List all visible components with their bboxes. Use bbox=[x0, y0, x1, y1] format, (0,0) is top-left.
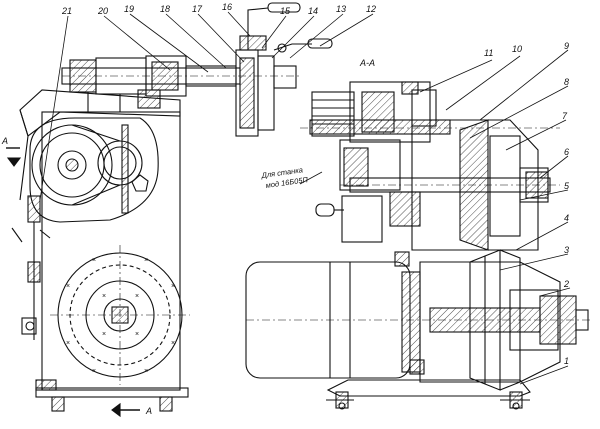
svg-text:×: × bbox=[102, 331, 106, 338]
belt-guard bbox=[29, 117, 159, 223]
base-foot bbox=[159, 396, 173, 412]
handwheel-flange bbox=[257, 55, 275, 131]
callout-15: 15 bbox=[280, 6, 291, 16]
lever-knob bbox=[267, 2, 301, 13]
leader-lines bbox=[39, 11, 571, 385]
callout-17: 17 bbox=[192, 4, 203, 14]
base-foot bbox=[51, 396, 65, 412]
shaft-bearing bbox=[69, 59, 97, 93]
section-view-title: А-А bbox=[359, 58, 375, 68]
bracket-edge bbox=[19, 109, 29, 201]
handwheel-boss bbox=[273, 65, 297, 89]
variator-housing bbox=[411, 119, 539, 251]
callout-6: 6 bbox=[564, 147, 569, 157]
section-mark-bottom: А bbox=[145, 406, 152, 416]
callout-13: 13 bbox=[336, 4, 346, 14]
svg-text:×: × bbox=[66, 283, 70, 290]
callout-12: 12 bbox=[366, 4, 376, 14]
callout-10: 10 bbox=[512, 44, 522, 54]
svg-text:×: × bbox=[144, 368, 148, 375]
svg-text:×: × bbox=[135, 293, 139, 300]
control-shaft-assembly bbox=[61, 2, 333, 137]
linkage-block bbox=[27, 261, 41, 283]
hex-nut bbox=[131, 174, 149, 192]
variator-cover bbox=[489, 135, 521, 237]
callout-19: 19 bbox=[124, 4, 134, 14]
callout-9: 9 bbox=[564, 41, 569, 51]
pulley-housing bbox=[349, 81, 431, 143]
callout-20: 20 bbox=[97, 6, 108, 16]
handle-arm bbox=[273, 43, 312, 51]
gearbox-housing bbox=[41, 111, 181, 391]
callout-8: 8 bbox=[564, 77, 569, 87]
linkage-pin bbox=[21, 317, 37, 335]
callout-1: 1 bbox=[564, 356, 569, 366]
motor-flange-section bbox=[401, 271, 421, 373]
svg-text:×: × bbox=[92, 257, 96, 264]
svg-text:×: × bbox=[102, 293, 106, 300]
callout-14: 14 bbox=[308, 6, 318, 16]
v-belt-pulley bbox=[311, 91, 355, 137]
base-plate bbox=[35, 387, 189, 398]
shaft-end-nut bbox=[575, 309, 589, 331]
lever-block bbox=[27, 195, 41, 223]
callout-18: 18 bbox=[160, 4, 170, 14]
section-view bbox=[245, 81, 590, 410]
callout-7: 7 bbox=[562, 111, 568, 121]
callout-5: 5 bbox=[564, 181, 570, 191]
gear-housing bbox=[339, 139, 401, 191]
section-mark-left: А bbox=[1, 136, 8, 146]
lower-gear-housing bbox=[341, 195, 383, 243]
callout-21: 21 bbox=[61, 6, 72, 16]
callout-3: 3 bbox=[564, 245, 569, 255]
svg-text:×: × bbox=[135, 331, 139, 338]
upper-shaft bbox=[309, 119, 451, 135]
svg-text:×: × bbox=[66, 340, 70, 347]
front-view: × × × × × × × × × × × × bbox=[6, 89, 190, 418]
svg-text:×: × bbox=[171, 283, 175, 290]
callout-labels: 1 2 3 4 5 6 7 8 9 10 11 12 13 14 15 16 1… bbox=[61, 2, 570, 366]
gear-block bbox=[389, 191, 421, 227]
pulley-hub bbox=[57, 150, 87, 180]
flange-bolts: × × × × × × × × × × × × bbox=[66, 257, 175, 375]
callout-4: 4 bbox=[564, 213, 569, 223]
guard-bar bbox=[121, 124, 129, 214]
callout-16: 16 bbox=[222, 2, 232, 12]
callout-2: 2 bbox=[563, 279, 569, 289]
adjust-knob bbox=[315, 203, 335, 217]
svg-text:×: × bbox=[144, 257, 148, 264]
callout-11: 11 bbox=[484, 48, 493, 58]
svg-text:×: × bbox=[92, 368, 96, 375]
svg-text:×: × bbox=[171, 340, 175, 347]
